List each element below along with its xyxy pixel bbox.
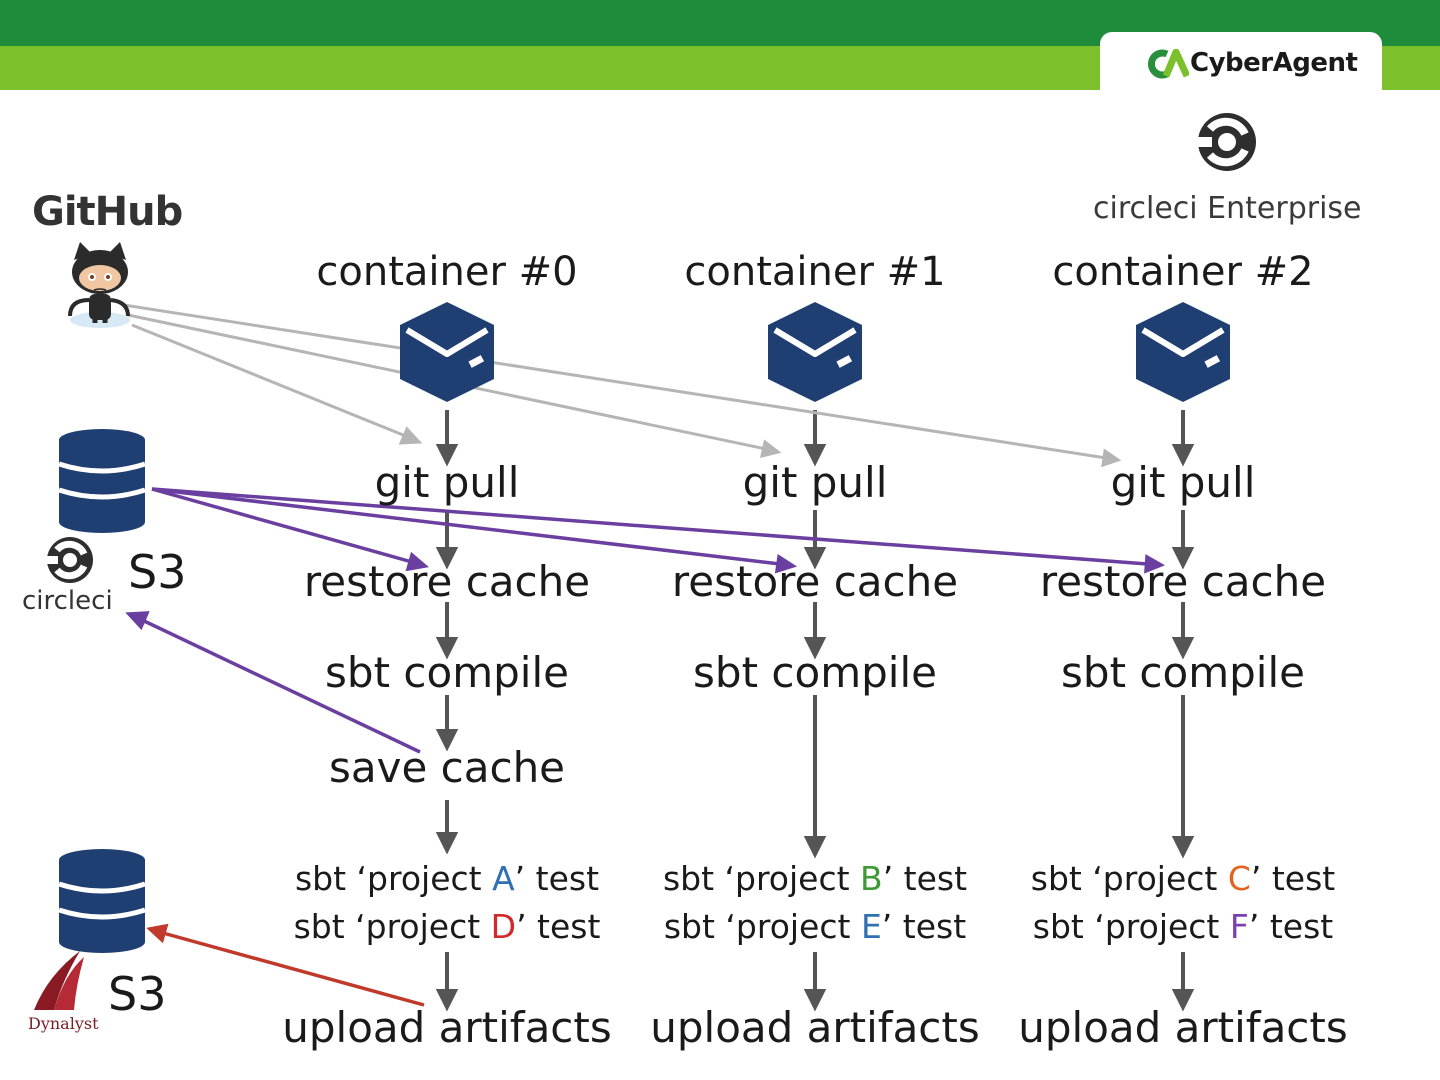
upload-artifacts-arrow	[162, 931, 425, 1007]
circleci-brand-text: circleci	[1093, 191, 1198, 226]
test-line: sbt ‘project A’ test	[295, 862, 599, 895]
test-prefix: sbt ‘project	[663, 907, 861, 946]
save-cache-arrow	[141, 618, 421, 754]
database-icon	[58, 429, 146, 533]
github-arrowhead	[1101, 448, 1122, 468]
brand-name: CyberAgent	[1190, 48, 1358, 78]
dynalyst-logo-icon	[34, 951, 84, 1010]
restore-cache-arrow	[151, 487, 413, 564]
flow-arrowhead	[803, 444, 827, 467]
upload-artifacts-label: upload artifacts	[1018, 1003, 1348, 1052]
step-label: git pull	[374, 458, 520, 507]
test-suffix: ’ test	[516, 907, 601, 946]
test-suffix: ’ test	[514, 859, 600, 898]
circleci-enterprise-logo-icon	[1196, 113, 1256, 171]
github-arrow	[131, 323, 409, 439]
cyberagent-logo-icon	[1147, 49, 1189, 79]
test-prefix: sbt ‘project	[1032, 907, 1230, 946]
step-label: save cache	[328, 743, 566, 792]
step-label: sbt compile	[693, 648, 937, 697]
restore-cache-arrowhead	[774, 554, 798, 574]
project-name: C	[1227, 859, 1251, 898]
flow-arrowhead	[1171, 836, 1195, 859]
project-name: F	[1229, 907, 1249, 946]
test-line: sbt ‘project B’ test	[663, 862, 967, 895]
test-suffix: ’ test	[881, 907, 967, 946]
step-label: restore cache	[1039, 557, 1327, 606]
flow-arrowhead	[1171, 637, 1195, 660]
flow-arrowhead	[803, 989, 827, 1012]
test-line: sbt ‘project F’ test	[1033, 910, 1333, 943]
brand-tab	[1100, 32, 1382, 94]
database-icon	[58, 849, 146, 953]
octocat-icon	[68, 242, 130, 328]
upload-artifacts-label: upload artifacts	[650, 1003, 980, 1052]
container-title: container #1	[684, 249, 946, 295]
flow-arrowhead	[1171, 989, 1195, 1012]
github-arrowhead	[398, 426, 423, 445]
project-name: B	[860, 859, 883, 898]
github-arrows	[123, 303, 1122, 468]
test-line: sbt ‘project C’ test	[1031, 862, 1336, 895]
project-name: E	[860, 907, 882, 946]
restore-cache-arrowhead	[1144, 554, 1166, 574]
step-label: restore cache	[671, 557, 959, 606]
restore-cache-arrowhead	[405, 551, 429, 572]
github-arrow	[123, 303, 1107, 460]
github-arrowhead	[760, 439, 782, 459]
circleci-enterprise-label: circleci Enterprise	[1093, 194, 1362, 224]
flow-arrowhead	[435, 444, 459, 467]
test-suffix: ’ test	[1250, 859, 1336, 898]
circleci-edition-text: Enterprise	[1207, 191, 1362, 226]
flow-arrowhead	[803, 547, 827, 570]
project-name: A	[492, 859, 515, 898]
restore-cache-arrow	[151, 487, 781, 566]
dynalyst-s3-label: S3	[108, 967, 167, 1021]
circleci-label: circleci	[22, 586, 113, 616]
test-prefix: sbt ‘project	[1030, 859, 1228, 898]
artifact-arrows	[146, 923, 425, 1007]
flow-arrowhead	[435, 637, 459, 660]
upload-artifacts-label: upload artifacts	[282, 1003, 612, 1052]
step-label: git pull	[1110, 458, 1256, 507]
step-label: sbt compile	[1061, 648, 1305, 697]
flow-arrowhead	[1171, 547, 1195, 570]
step-label: restore cache	[303, 557, 591, 606]
test-line: sbt ‘project D’ test	[294, 910, 601, 943]
flow-arrowhead	[435, 547, 459, 570]
flow-arrowhead	[803, 637, 827, 660]
project-name: D	[490, 907, 517, 946]
test-suffix: ’ test	[882, 859, 968, 898]
circleci-small-logo-icon	[45, 537, 93, 583]
test-prefix: sbt ‘project	[662, 859, 861, 898]
flow-arrowhead	[435, 729, 459, 752]
container-box-icon	[400, 302, 494, 402]
step-label: sbt compile	[325, 648, 569, 697]
restore-cache-arrow	[151, 487, 1149, 566]
upload-artifacts-arrowhead	[146, 923, 169, 944]
save-cache-arrowhead	[125, 611, 150, 631]
flow-arrowhead	[435, 832, 459, 855]
container-box-icon	[768, 302, 862, 402]
flow-arrows	[435, 410, 1195, 1012]
dynalyst-label: Dynalyst	[28, 1014, 99, 1033]
flow-arrowhead	[1171, 444, 1195, 467]
circleci-s3-label: S3	[128, 545, 187, 599]
container-title: container #2	[1052, 249, 1314, 295]
test-suffix: ’ test	[1248, 907, 1334, 946]
container-title: container #0	[316, 249, 578, 295]
cache-arrows	[125, 487, 1166, 754]
test-prefix: sbt ‘project	[294, 859, 493, 898]
github-label: GitHub	[32, 189, 183, 235]
flow-arrowhead	[435, 989, 459, 1012]
step-label: git pull	[742, 458, 888, 507]
test-prefix: sbt ‘project	[293, 907, 491, 946]
container-box-icon	[1136, 302, 1230, 402]
flow-arrowhead	[803, 836, 827, 859]
test-line: sbt ‘project E’ test	[664, 910, 966, 943]
